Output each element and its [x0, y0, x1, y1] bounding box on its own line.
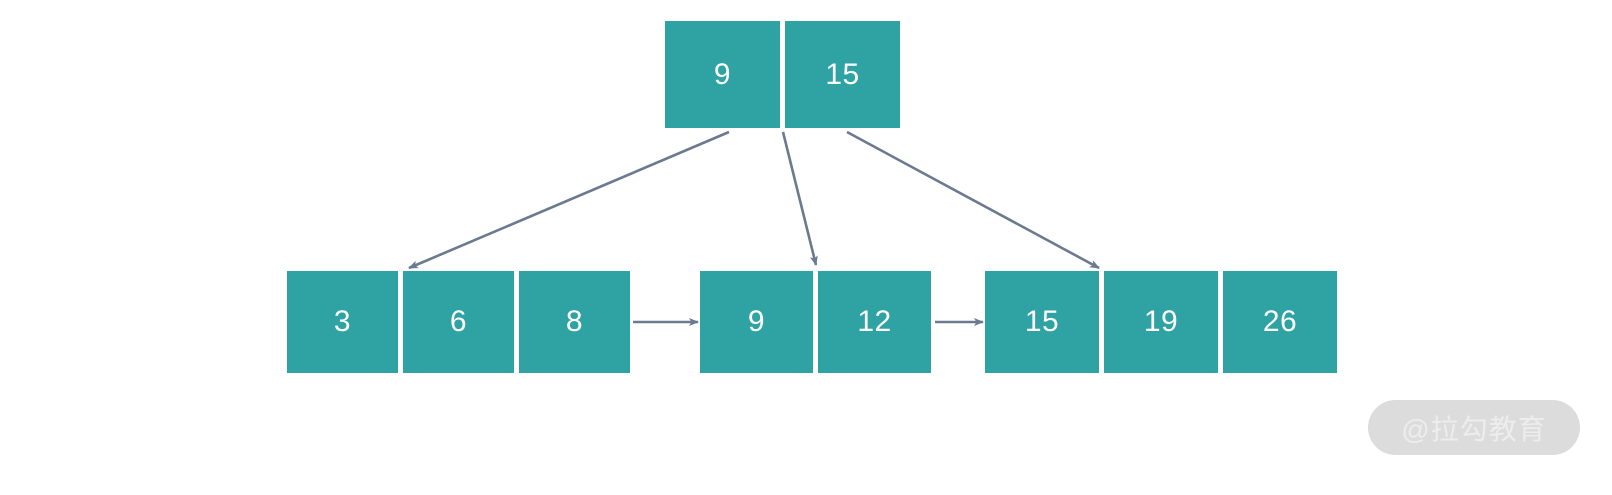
leaf-2-cell-1: 12: [818, 271, 931, 373]
arrow-root-to-leaf-1: [408, 130, 730, 270]
root-cell-1: 15: [785, 21, 900, 128]
root-node: 9 15: [665, 21, 900, 128]
leaf-node-2: 9 12: [700, 271, 931, 373]
leaf-3-cell-0: 15: [985, 271, 1099, 373]
arrow-root-to-leaf-2: [781, 131, 818, 266]
leaf-node-3: 15 19 26: [985, 271, 1337, 373]
watermark-badge: @拉勾教育: [1368, 400, 1580, 455]
leaf-3-cell-1: 19: [1104, 271, 1218, 373]
leaf-1-cell-1: 6: [403, 271, 514, 373]
root-cell-0: 9: [665, 21, 780, 128]
leaf-1-cell-2: 8: [519, 271, 630, 373]
arrow-root-to-leaf-3: [846, 130, 1100, 270]
leaf-1-cell-0: 3: [287, 271, 398, 373]
leaf-2-cell-0: 9: [700, 271, 813, 373]
leaf-node-1: 3 6 8: [287, 271, 630, 373]
leaf-3-cell-2: 26: [1223, 271, 1337, 373]
watermark-text: @拉勾教育: [1401, 413, 1547, 445]
